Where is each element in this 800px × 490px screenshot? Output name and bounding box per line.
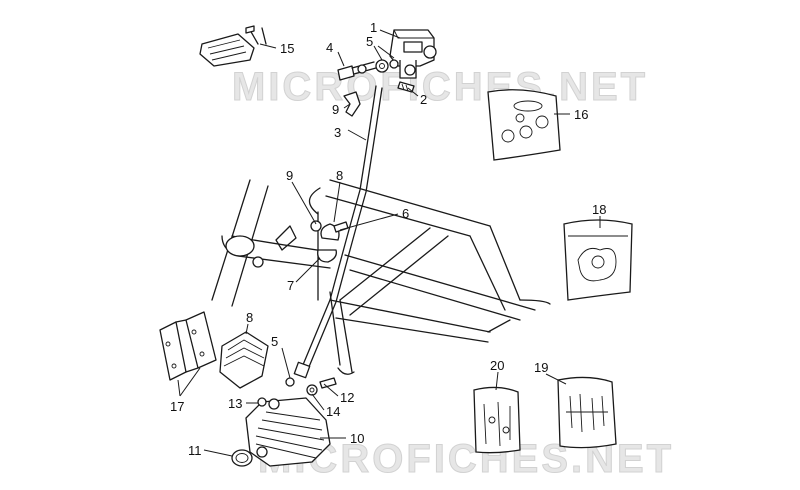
callout-5-top: 5 [366,34,373,49]
kit-bag-19 [557,376,617,449]
callout-17: 17 [170,399,184,414]
callout-9-top: 9 [332,102,339,117]
lower-washers [257,377,337,407]
callout-18: 18 [592,202,606,217]
callout-19: 19 [534,360,548,375]
brake-pads [159,311,217,381]
kit-bag-18 [563,219,633,301]
callout-4: 4 [326,40,333,55]
hose-clamp-group [310,220,349,263]
callout-11: 11 [188,443,202,458]
callout-12: 12 [340,390,354,405]
callout-8-top: 8 [336,168,343,183]
callout-3: 3 [334,125,341,140]
watermark-top: MICROFICHES.NET [232,65,648,109]
callout-1: 1 [370,20,377,35]
callouts: 1 2 3 4 5 5 6 7 8 8 9 9 10 11 12 13 14 1… [170,20,606,458]
brake-caliper [245,397,331,467]
pad-shim [219,331,269,389]
callout-7: 7 [287,278,294,293]
leader-lines [177,29,601,457]
o-ring [231,449,253,467]
brake-hose [293,85,383,379]
callout-16: 16 [574,107,588,122]
callout-6: 6 [402,206,409,221]
callout-5-lower: 5 [271,334,278,349]
callout-10: 10 [350,431,364,446]
kit-bag-16 [487,89,561,161]
callout-20: 20 [490,358,504,373]
callout-15: 15 [280,41,294,56]
banjo-bolt-top [337,59,399,81]
callout-9-mid: 9 [286,168,293,183]
callout-14: 14 [326,404,340,419]
frame [211,179,551,375]
callout-13: 13 [228,396,242,411]
cover-15 [199,25,267,67]
callout-8-lower: 8 [246,310,253,325]
callout-2: 2 [420,92,427,107]
master-cylinder [389,29,437,79]
kit-bag-20 [473,386,521,454]
